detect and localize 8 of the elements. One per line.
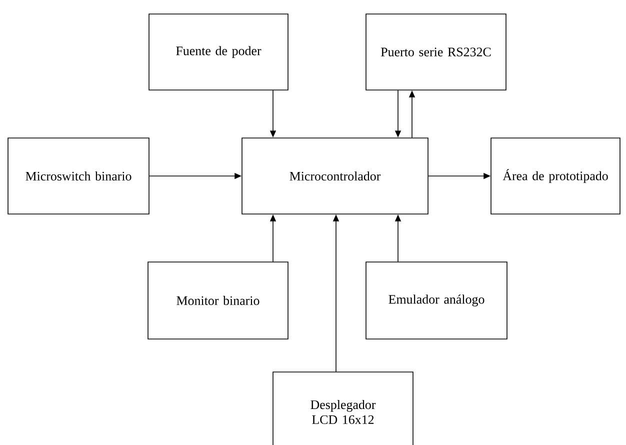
block-box: Monitor binario <box>148 262 288 340</box>
block-box: Área de prototipado <box>490 138 620 214</box>
block-box: Emulador análogo <box>366 262 508 340</box>
block-box: Desplegador LCD 16x12 <box>272 372 414 445</box>
block-box: Microswitch binario <box>8 138 150 214</box>
block-box: Fuente de poder <box>148 14 288 90</box>
block-box: Microcontrolador <box>242 138 428 214</box>
block-box: Puerto serie RS232C <box>366 14 506 90</box>
